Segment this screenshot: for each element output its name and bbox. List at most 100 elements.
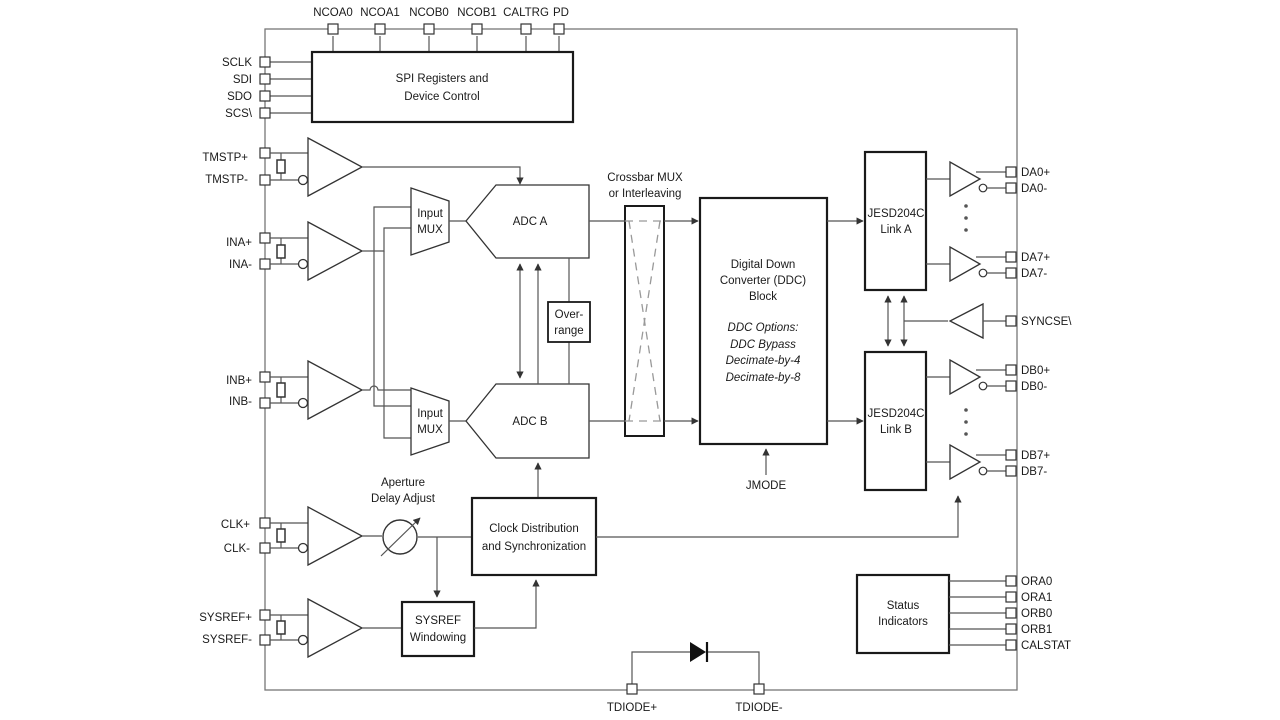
label-ina-n: INA- xyxy=(229,259,252,271)
pin-ora0 xyxy=(1005,575,1017,587)
pin-caltrg xyxy=(520,23,532,35)
input-mux-a: Input MUX xyxy=(410,187,466,256)
crossbar-mux: Crossbar MUX or Interleaving xyxy=(589,172,699,437)
jesd-link-a: JESD204C Link A xyxy=(863,150,928,292)
label-db7-n: DB7- xyxy=(1021,466,1047,478)
pin-syncse xyxy=(1005,315,1017,327)
label-tdiode-n: TDIODE- xyxy=(735,702,782,714)
pin-da7-p xyxy=(1005,251,1017,263)
pin-sysref-n xyxy=(259,634,271,646)
overrange-label-2: range xyxy=(554,325,583,337)
pin-sdi xyxy=(259,73,271,85)
adc-a-label: ADC A xyxy=(513,216,548,228)
pin-da0-n xyxy=(1005,182,1017,194)
pin-inb-p xyxy=(259,371,271,383)
pin-db0-p xyxy=(1005,364,1017,376)
jesd-a-label-1: JESD204C xyxy=(868,208,925,220)
da-outputs: DA0+ DA0- DA7+ DA7- xyxy=(926,160,1050,283)
label-da0-n: DA0- xyxy=(1021,183,1047,195)
pin-db7-p xyxy=(1005,449,1017,461)
pin-tmstp-p xyxy=(259,147,271,159)
ddc-title-3: Block xyxy=(749,291,777,303)
spi-registers-block xyxy=(310,50,575,124)
label-da0-p: DA0+ xyxy=(1021,167,1050,179)
pin-sysref-p xyxy=(259,609,271,621)
spi-label-2: Device Control xyxy=(404,91,479,103)
db-outputs: DB0+ DB0- DB7+ DB7- xyxy=(926,358,1050,481)
label-ora0: ORA0 xyxy=(1021,576,1052,588)
ddc-title-1: Digital Down xyxy=(731,259,796,271)
label-ncob0: NCOB0 xyxy=(409,7,449,19)
jesd-a-label-2: Link A xyxy=(880,224,912,236)
adc-a-block: ADC A xyxy=(465,184,590,259)
label-sysref-n: SYSREF- xyxy=(202,634,252,646)
clock-dist-label-2: and Synchronization xyxy=(482,541,586,553)
pin-clk-p xyxy=(259,517,271,529)
crossbar-label-1: Crossbar MUX xyxy=(607,172,683,184)
ddc-title-2: Converter (DDC) xyxy=(720,275,806,287)
ddc-option-dec4: Decimate-by-4 xyxy=(726,355,801,367)
label-tmstp-p: TMSTP+ xyxy=(202,152,248,164)
pin-db0-n xyxy=(1005,380,1017,392)
pin-sclk xyxy=(259,56,271,68)
label-calstat: CALSTAT xyxy=(1021,640,1071,652)
pin-orb0 xyxy=(1005,607,1017,619)
label-db7-p: DB7+ xyxy=(1021,450,1050,462)
label-inb-n: INB- xyxy=(229,396,252,408)
status-indicators: Status Indicators ORA0 ORA1 ORB0 ORB1 CA… xyxy=(855,573,1071,655)
sysref-input: SYSREF+ SYSREF- xyxy=(199,597,402,659)
pin-ncoa0 xyxy=(327,23,339,35)
input-routing xyxy=(362,206,412,439)
inb-input: INB+ INB- xyxy=(226,359,364,421)
sysref-win-label-2: Windowing xyxy=(410,632,466,644)
pin-ncob1 xyxy=(471,23,483,35)
inverting-bubble xyxy=(297,174,309,186)
pin-ncoa1 xyxy=(374,23,386,35)
label-da7-n: DA7- xyxy=(1021,268,1047,280)
clk-input: CLK+ CLK- xyxy=(221,505,382,567)
label-ncoa0: NCOA0 xyxy=(313,7,353,19)
label-ncob1: NCOB1 xyxy=(457,7,497,19)
aperture-label-1: Aperture xyxy=(381,477,425,489)
label-orb0: ORB0 xyxy=(1021,608,1052,620)
pin-scs xyxy=(259,107,271,119)
inverting-bubble xyxy=(297,542,309,554)
clock-dist-label-1: Clock Distribution xyxy=(489,523,578,535)
pin-tmstp-n xyxy=(259,174,271,186)
label-db0-n: DB0- xyxy=(1021,381,1047,393)
ddc-option-dec8: Decimate-by-8 xyxy=(726,372,801,384)
pin-ora1 xyxy=(1005,591,1017,603)
label-tdiode-p: TDIODE+ xyxy=(607,702,657,714)
top-pins: NCOA0 NCOA1 NCOB0 NCOB1 CALTRG PD xyxy=(313,7,569,52)
overrange-block: Over- range xyxy=(547,258,591,384)
label-ora1: ORA1 xyxy=(1021,592,1052,604)
inb-buffer xyxy=(307,359,364,421)
mux-a-label-2: MUX xyxy=(417,224,443,236)
termination-resistor xyxy=(276,244,286,259)
pin-clk-n xyxy=(259,542,271,554)
pin-orb1 xyxy=(1005,623,1017,635)
pin-inb-n xyxy=(259,397,271,409)
input-mux-b: Input MUX xyxy=(410,387,466,456)
label-sdo: SDO xyxy=(227,91,252,103)
chip-outline xyxy=(264,28,1018,691)
sysref-buffer xyxy=(307,597,364,659)
sysref-windowing-block: SYSREF Windowing xyxy=(400,579,540,658)
spi-section: SCLK SDI SDO SCS\ SPI Registers and Devi… xyxy=(222,50,575,124)
diode-icon xyxy=(690,642,706,662)
pin-ina-p xyxy=(259,232,271,244)
label-inb-p: INB+ xyxy=(226,375,252,387)
adc-b-block: ADC B xyxy=(465,383,590,459)
label-pd: PD xyxy=(553,7,569,19)
label-syncse: SYNCSE\ xyxy=(1021,316,1072,328)
tmstp-input: TMSTP+ TMSTP- xyxy=(202,136,524,198)
pin-tdiode-p xyxy=(626,683,638,695)
tmstp-buffer xyxy=(307,136,364,198)
ddc-block: Digital Down Converter (DDC) Block DDC O… xyxy=(698,196,864,492)
label-orb1: ORB1 xyxy=(1021,624,1052,636)
tdiode: TDIODE+ TDIODE- xyxy=(607,642,783,714)
label-sysref-p: SYSREF+ xyxy=(199,612,252,624)
pin-pd xyxy=(553,23,565,35)
aperture-delay: Aperture Delay Adjust xyxy=(371,477,472,598)
